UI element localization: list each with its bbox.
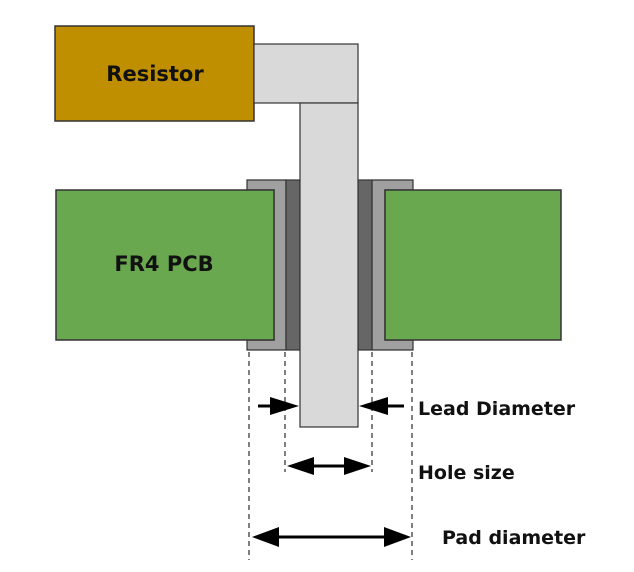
hole-size-arrow	[287, 457, 371, 475]
barrel-left	[285, 179, 301, 351]
pcb-right	[384, 189, 562, 341]
pcb-label: FR4 PCB	[114, 252, 213, 276]
resistor-body	[54, 25, 255, 122]
pcb-left	[55, 189, 275, 341]
lead-horizontal	[253, 43, 359, 104]
lead-vertical	[299, 102, 359, 428]
lead-diameter-label: Lead Diameter	[418, 398, 576, 420]
pad-diameter-arrow	[252, 527, 411, 547]
pad-diameter-label: Pad diameter	[442, 527, 586, 549]
hole-size-label: Hole size	[418, 462, 515, 484]
lead-diameter-arrows	[258, 397, 404, 415]
barrel-right	[357, 179, 373, 351]
resistor-label: Resistor	[106, 62, 204, 86]
